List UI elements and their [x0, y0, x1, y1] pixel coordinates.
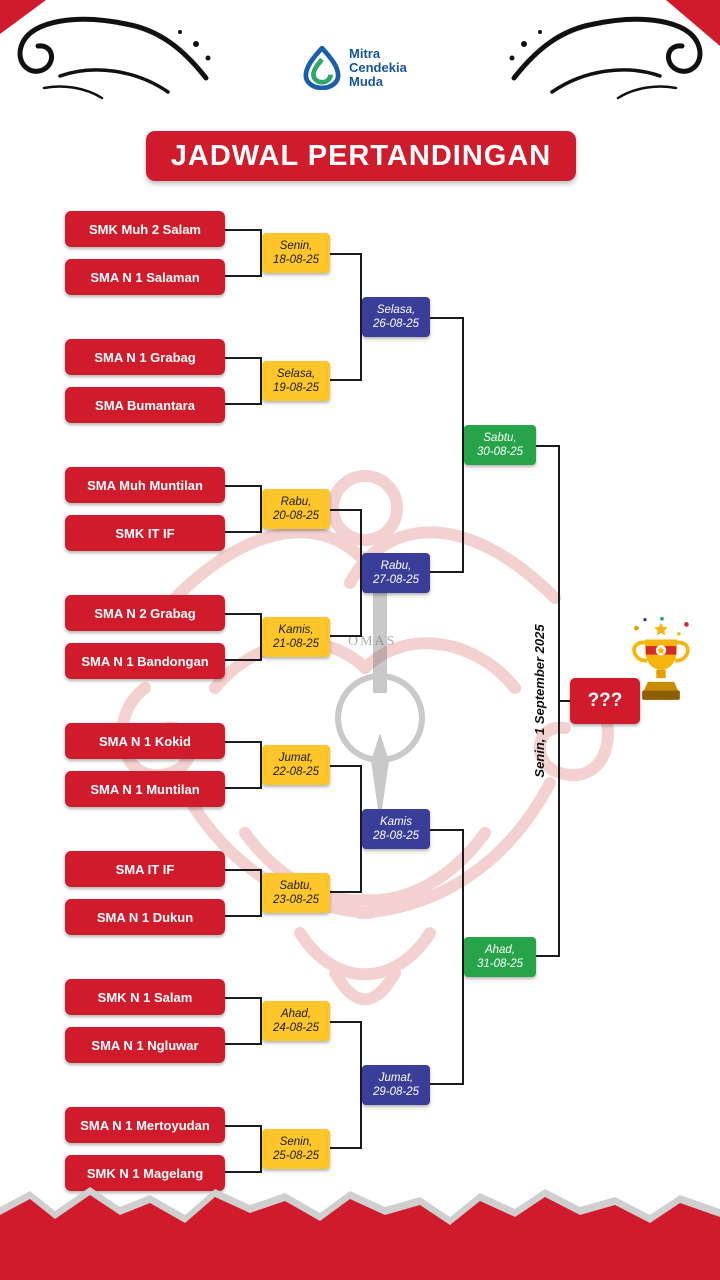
trophy-icon	[632, 616, 690, 700]
team-box: SMA N 1 Mertoyudan	[65, 1107, 225, 1143]
connector-r2-2	[330, 765, 362, 893]
match-date-r1-5: Sabtu, 23-08-25	[262, 873, 330, 913]
match-date-r1-2: Rabu, 20-08-25	[262, 489, 330, 529]
match-day: Rabu,	[280, 496, 312, 508]
team-box: SMK N 1 Magelang	[65, 1155, 225, 1191]
match-date: 25-08-25	[272, 1150, 320, 1162]
team-box: SMA Bumantara	[65, 387, 225, 423]
flourish-ornament-left	[17, 16, 211, 100]
team-box: SMA IT IF	[65, 851, 225, 887]
match-date: 27-08-25	[372, 574, 420, 586]
team-box: SMA N 1 Muntilan	[65, 771, 225, 807]
match-day: Kamis	[380, 816, 412, 828]
team-box: SMA N 1 Ngluwar	[65, 1027, 225, 1063]
connector-r1-1	[225, 357, 262, 405]
match-date-r2-3: Jumat, 29-08-25	[362, 1065, 430, 1105]
watermark-emblem-text: OMAS	[348, 634, 397, 649]
match-day: Ahad,	[280, 1008, 312, 1020]
match-date: 21-08-25	[272, 638, 320, 650]
match-day: Selasa,	[376, 304, 416, 316]
match-date: 24-08-25	[272, 1022, 320, 1034]
match-day: Senin,	[279, 240, 313, 252]
logo-drop-icon	[303, 46, 341, 90]
connector-r2-0	[330, 253, 362, 381]
match-day: Sabtu,	[279, 880, 313, 892]
match-date: 31-08-25	[476, 958, 524, 970]
connector-r2-3	[330, 1021, 362, 1149]
connector-r3-1	[430, 829, 464, 1085]
team-box: SMA N 1 Kokid	[65, 723, 225, 759]
connector-r2-1	[330, 509, 362, 637]
team-box: SMK Muh 2 Salam	[65, 211, 225, 247]
match-date-r2-2: Kamis 28-08-25	[362, 809, 430, 849]
match-day: Jumat,	[378, 1072, 414, 1084]
connector-r1-3	[225, 613, 262, 661]
champion-placeholder: ???	[570, 678, 640, 724]
match-date-r1-6: Ahad, 24-08-25	[262, 1001, 330, 1041]
match-day: Kamis,	[278, 624, 314, 636]
match-day: Senin,	[279, 1136, 313, 1148]
match-date-r1-1: Selasa, 19-08-25	[262, 361, 330, 401]
connector-r1-6	[225, 997, 262, 1045]
match-date: 18-08-25	[272, 254, 320, 266]
logo-wordmark: Mitra Cendekia Muda	[349, 46, 407, 89]
match-date: 29-08-25	[372, 1086, 420, 1098]
team-box: SMA N 1 Bandongan	[65, 643, 225, 679]
match-date-r3-1: Ahad, 31-08-25	[464, 937, 536, 977]
match-date-r2-0: Selasa, 26-08-25	[362, 297, 430, 337]
match-day: Selasa,	[276, 368, 316, 380]
connector-r1-5	[225, 869, 262, 917]
connector-r1-2	[225, 485, 262, 533]
match-date: 26-08-25	[372, 318, 420, 330]
match-date: 28-08-25	[372, 830, 420, 842]
torn-paper-edge	[0, 1187, 720, 1280]
match-day: Rabu,	[380, 560, 412, 572]
match-date-r3-0: Sabtu, 30-08-25	[464, 425, 536, 465]
match-date-r1-3: Kamis, 21-08-25	[262, 617, 330, 657]
connector-r1-7	[225, 1125, 262, 1173]
final-date-label: Senin, 1 September 2025	[532, 624, 547, 778]
match-date: 23-08-25	[272, 894, 320, 906]
match-date: 19-08-25	[272, 382, 320, 394]
match-date: 22-08-25	[272, 766, 320, 778]
team-box: SMA N 1 Grabag	[65, 339, 225, 375]
match-date-r1-0: Senin, 18-08-25	[262, 233, 330, 273]
match-date: 30-08-25	[476, 446, 524, 458]
connector-final	[536, 445, 560, 957]
team-box: SMA N 1 Dukun	[65, 899, 225, 935]
match-date-r2-1: Rabu, 27-08-25	[362, 553, 430, 593]
match-day: Jumat,	[278, 752, 314, 764]
connector-final-stub	[560, 700, 570, 702]
match-day: Ahad,	[484, 944, 516, 956]
title-banner: JADWAL PERTANDINGAN	[146, 131, 576, 181]
flourish-ornament-right	[509, 16, 703, 100]
connector-r1-0	[225, 229, 262, 277]
match-day: Sabtu,	[483, 432, 517, 444]
match-date: 20-08-25	[272, 510, 320, 522]
team-box: SMK IT IF	[65, 515, 225, 551]
organizer-logo: Mitra Cendekia Muda	[303, 46, 407, 90]
team-box: SMA N 1 Salaman	[65, 259, 225, 295]
team-box: SMK N 1 Salam	[65, 979, 225, 1015]
connector-r3-0	[430, 317, 464, 573]
team-box: SMA N 2 Grabag	[65, 595, 225, 631]
team-box: SMA Muh Muntilan	[65, 467, 225, 503]
connector-r1-4	[225, 741, 262, 789]
page-title: JADWAL PERTANDINGAN	[170, 139, 552, 172]
match-date-r1-7: Senin, 25-08-25	[262, 1129, 330, 1169]
match-date-r1-4: Jumat, 22-08-25	[262, 745, 330, 785]
